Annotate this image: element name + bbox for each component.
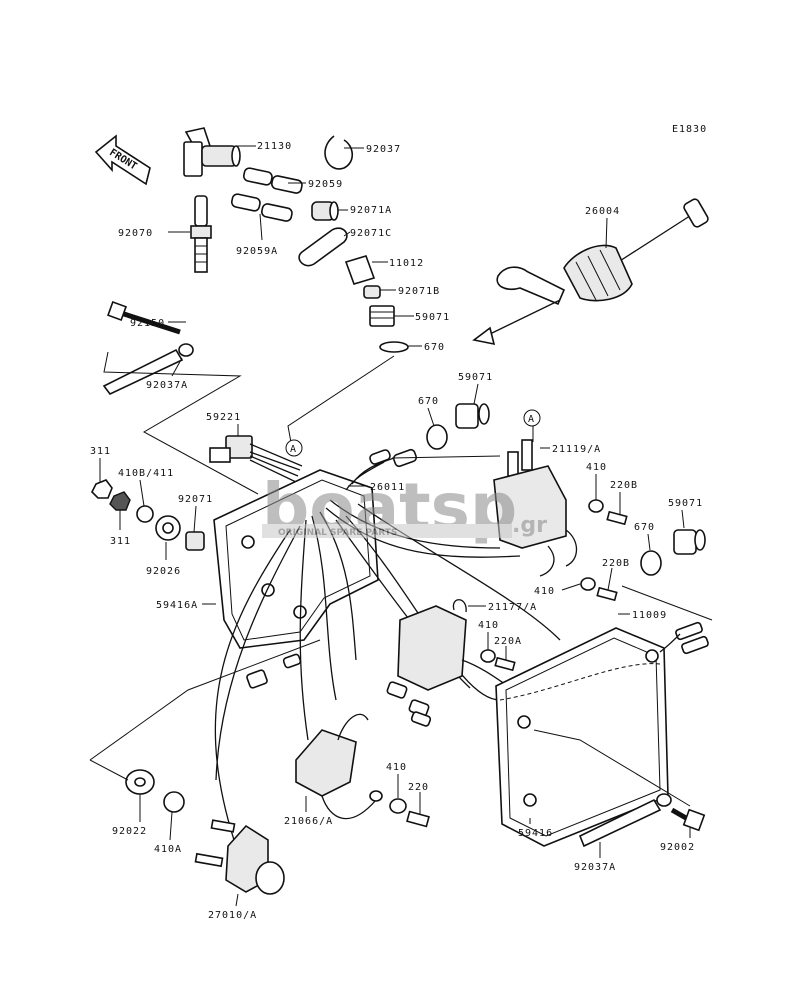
part-label: 311 bbox=[90, 446, 111, 457]
electrical-case-part bbox=[213, 469, 379, 649]
washer-part bbox=[136, 505, 154, 523]
part-label: 26004 bbox=[585, 206, 620, 217]
part-label: 59416 bbox=[518, 828, 553, 839]
harness-assembly-part bbox=[472, 198, 709, 346]
part-label: 92037 bbox=[366, 144, 401, 155]
tie-band-part bbox=[102, 343, 194, 396]
svg-text:A: A bbox=[528, 414, 535, 425]
grommet-part bbox=[455, 403, 490, 429]
spark-plug-cap-part bbox=[183, 127, 241, 177]
part-labels: 21130 92037 92059 92071A 92070 92059A 92… bbox=[90, 141, 703, 921]
callout-a-left: A bbox=[285, 439, 303, 457]
part-label: 92059 bbox=[308, 179, 343, 190]
part-label: 670 bbox=[418, 396, 439, 407]
rubber-boot-part bbox=[311, 201, 339, 221]
part-label: 59416A bbox=[156, 600, 198, 611]
part-label: 26011 bbox=[370, 482, 405, 493]
connector-part bbox=[209, 435, 303, 483]
part-label: 92070 bbox=[118, 228, 153, 239]
part-label: 92071 bbox=[178, 494, 213, 505]
part-label: 21130 bbox=[257, 141, 292, 152]
part-label: 92037A bbox=[146, 380, 188, 391]
clamp-part bbox=[324, 135, 354, 170]
front-arrow-icon: FRONT bbox=[94, 134, 151, 186]
part-label: 21119/A bbox=[552, 444, 601, 455]
part-label: 311 bbox=[110, 536, 131, 547]
washer-part bbox=[580, 577, 596, 591]
part-label: 410 bbox=[478, 620, 499, 631]
o-ring-part bbox=[379, 341, 409, 353]
washer-part bbox=[480, 649, 496, 663]
spark-plug-part bbox=[190, 195, 212, 273]
bolt-part bbox=[107, 301, 181, 335]
part-label: 220A bbox=[494, 636, 522, 647]
bolt-part bbox=[406, 810, 430, 828]
watermark-logo: boatsp .gr ORIGINAL SPARE PARTS bbox=[262, 469, 547, 546]
part-label: 92037A bbox=[574, 862, 616, 873]
svg-text:A: A bbox=[290, 444, 297, 455]
part-label: 410B/411 bbox=[118, 468, 174, 479]
case-cover-part bbox=[495, 627, 669, 847]
regulator-part bbox=[295, 713, 377, 820]
grommet-part bbox=[673, 529, 706, 555]
part-label: 92059A bbox=[236, 246, 278, 257]
o-ring-part bbox=[426, 424, 448, 450]
part-label: 92026 bbox=[146, 566, 181, 577]
terminal-part bbox=[369, 790, 383, 802]
part-label: 59071 bbox=[415, 312, 450, 323]
part-label: 21066/A bbox=[284, 816, 333, 827]
part-label: 27010/A bbox=[208, 910, 257, 921]
part-label: 410 bbox=[534, 586, 555, 597]
part-label: 59071 bbox=[458, 372, 493, 383]
washer-part bbox=[588, 499, 604, 513]
washer-part bbox=[163, 791, 185, 813]
part-label: 11012 bbox=[389, 258, 424, 269]
part-label: 92071B bbox=[398, 286, 440, 297]
part-label: 21177/A bbox=[488, 602, 537, 613]
part-label: 220B bbox=[602, 558, 630, 569]
cap-part bbox=[344, 255, 376, 285]
callout-a-top: A bbox=[523, 409, 541, 427]
connector-part bbox=[246, 653, 432, 727]
tie-band-part bbox=[578, 793, 672, 848]
bolt-part bbox=[606, 510, 628, 526]
part-label: 410 bbox=[586, 462, 607, 473]
o-ring-part bbox=[640, 550, 662, 576]
svg-text:ORIGINAL SPARE PARTS: ORIGINAL SPARE PARTS bbox=[278, 528, 397, 538]
harness-plugs-part bbox=[659, 621, 709, 655]
part-label: 92071A bbox=[350, 205, 392, 216]
bolt-part bbox=[596, 586, 618, 602]
svg-text:.gr: .gr bbox=[512, 513, 547, 538]
part-label: 11009 bbox=[632, 610, 667, 621]
part-label: 670 bbox=[424, 342, 445, 353]
diagram-code: E1830 bbox=[672, 124, 707, 135]
hose-part bbox=[230, 167, 303, 222]
nut-part bbox=[91, 479, 113, 499]
starter-relay-part bbox=[194, 819, 285, 895]
part-label: 92071C bbox=[350, 228, 392, 239]
bolt-part bbox=[494, 656, 516, 672]
part-label: 220B bbox=[610, 480, 638, 491]
part-label: 410A bbox=[154, 844, 182, 855]
part-label: 92002 bbox=[660, 842, 695, 853]
part-label: 670 bbox=[634, 522, 655, 533]
nut-part bbox=[109, 491, 131, 511]
part-label: 59221 bbox=[206, 412, 241, 423]
washer-part bbox=[389, 798, 407, 814]
seal-part bbox=[363, 285, 381, 299]
bolt-part bbox=[670, 807, 706, 832]
part-label: 220 bbox=[408, 782, 429, 793]
wire-lead-part bbox=[345, 448, 418, 491]
part-label: 92022 bbox=[112, 826, 147, 837]
part-label: 92150 bbox=[130, 318, 165, 329]
part-label: 59071 bbox=[668, 498, 703, 509]
grommet-part bbox=[298, 227, 348, 267]
collar-part bbox=[185, 531, 205, 551]
part-label: 410 bbox=[386, 762, 407, 773]
fitting-part bbox=[369, 305, 395, 327]
